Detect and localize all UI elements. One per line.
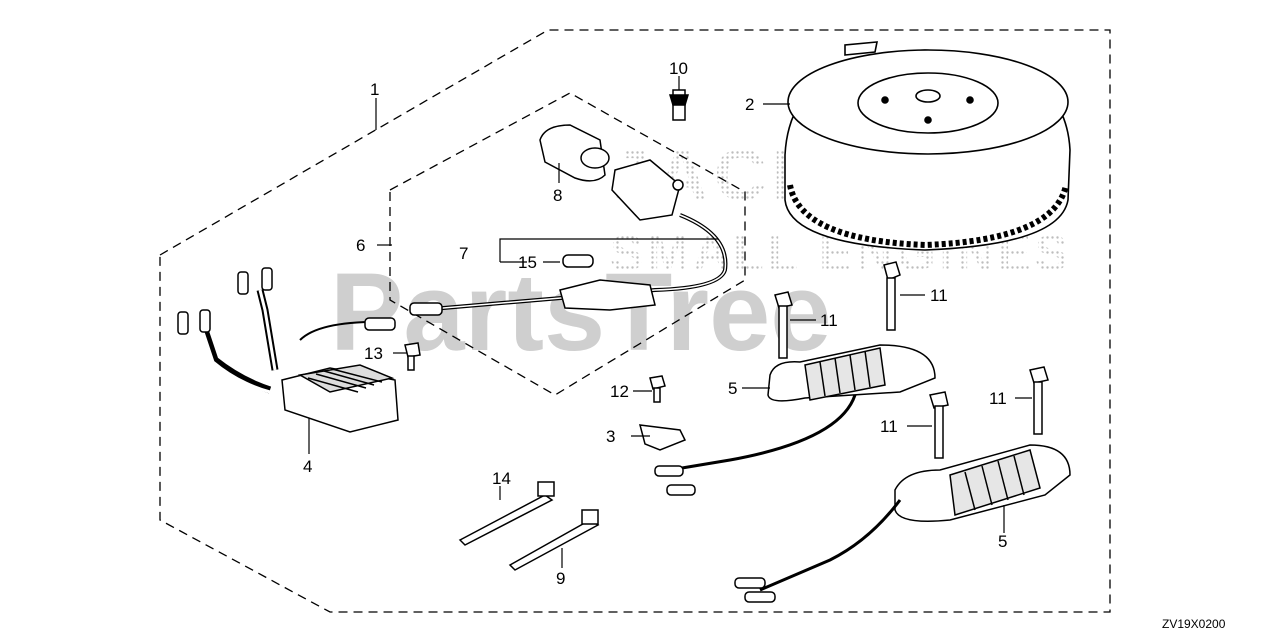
- regulator-rectifier: [177, 267, 399, 433]
- callout-14: 14: [492, 469, 511, 488]
- callout-10: 10: [669, 59, 688, 78]
- charge-coil-upper: [654, 344, 936, 496]
- callout-9: 9: [556, 569, 565, 588]
- plate: [638, 424, 687, 451]
- callout-13: 13: [364, 344, 383, 363]
- flywheel: [784, 41, 1071, 251]
- leader-lines: [308, 76, 1032, 568]
- callout-6: 6: [356, 236, 365, 255]
- subassembly-boundary: [389, 92, 746, 396]
- callout-5-upper: 5: [728, 379, 737, 398]
- cable-ties: [458, 481, 600, 571]
- charge-coil-lower: [734, 444, 1071, 603]
- pulser-assembly: [409, 89, 728, 316]
- callout-12: 12: [610, 382, 629, 401]
- callouts: 1 2 3 4 5 5 6 7 8 9 10 11 11 11 11 12 13…: [303, 59, 1007, 588]
- callout-3: 3: [606, 427, 615, 446]
- drawing-code: ZV19X0200: [1162, 617, 1226, 631]
- callout-5-lower: 5: [998, 532, 1007, 551]
- callout-7: 7: [459, 244, 468, 263]
- callout-4: 4: [303, 457, 312, 476]
- callout-2: 2: [745, 95, 754, 114]
- callout-15: 15: [518, 253, 537, 272]
- watermark-main: PartsTree: [330, 251, 831, 374]
- bolts: [404, 261, 1049, 459]
- callout-11-c: 11: [880, 417, 898, 436]
- callout-1: 1: [370, 80, 379, 99]
- callout-8: 8: [553, 186, 562, 205]
- callout-11-b: 11: [820, 311, 838, 330]
- callout-11-d: 11: [989, 389, 1007, 408]
- assembly-boundary: [159, 29, 1111, 613]
- callout-11-a: 11: [930, 286, 948, 305]
